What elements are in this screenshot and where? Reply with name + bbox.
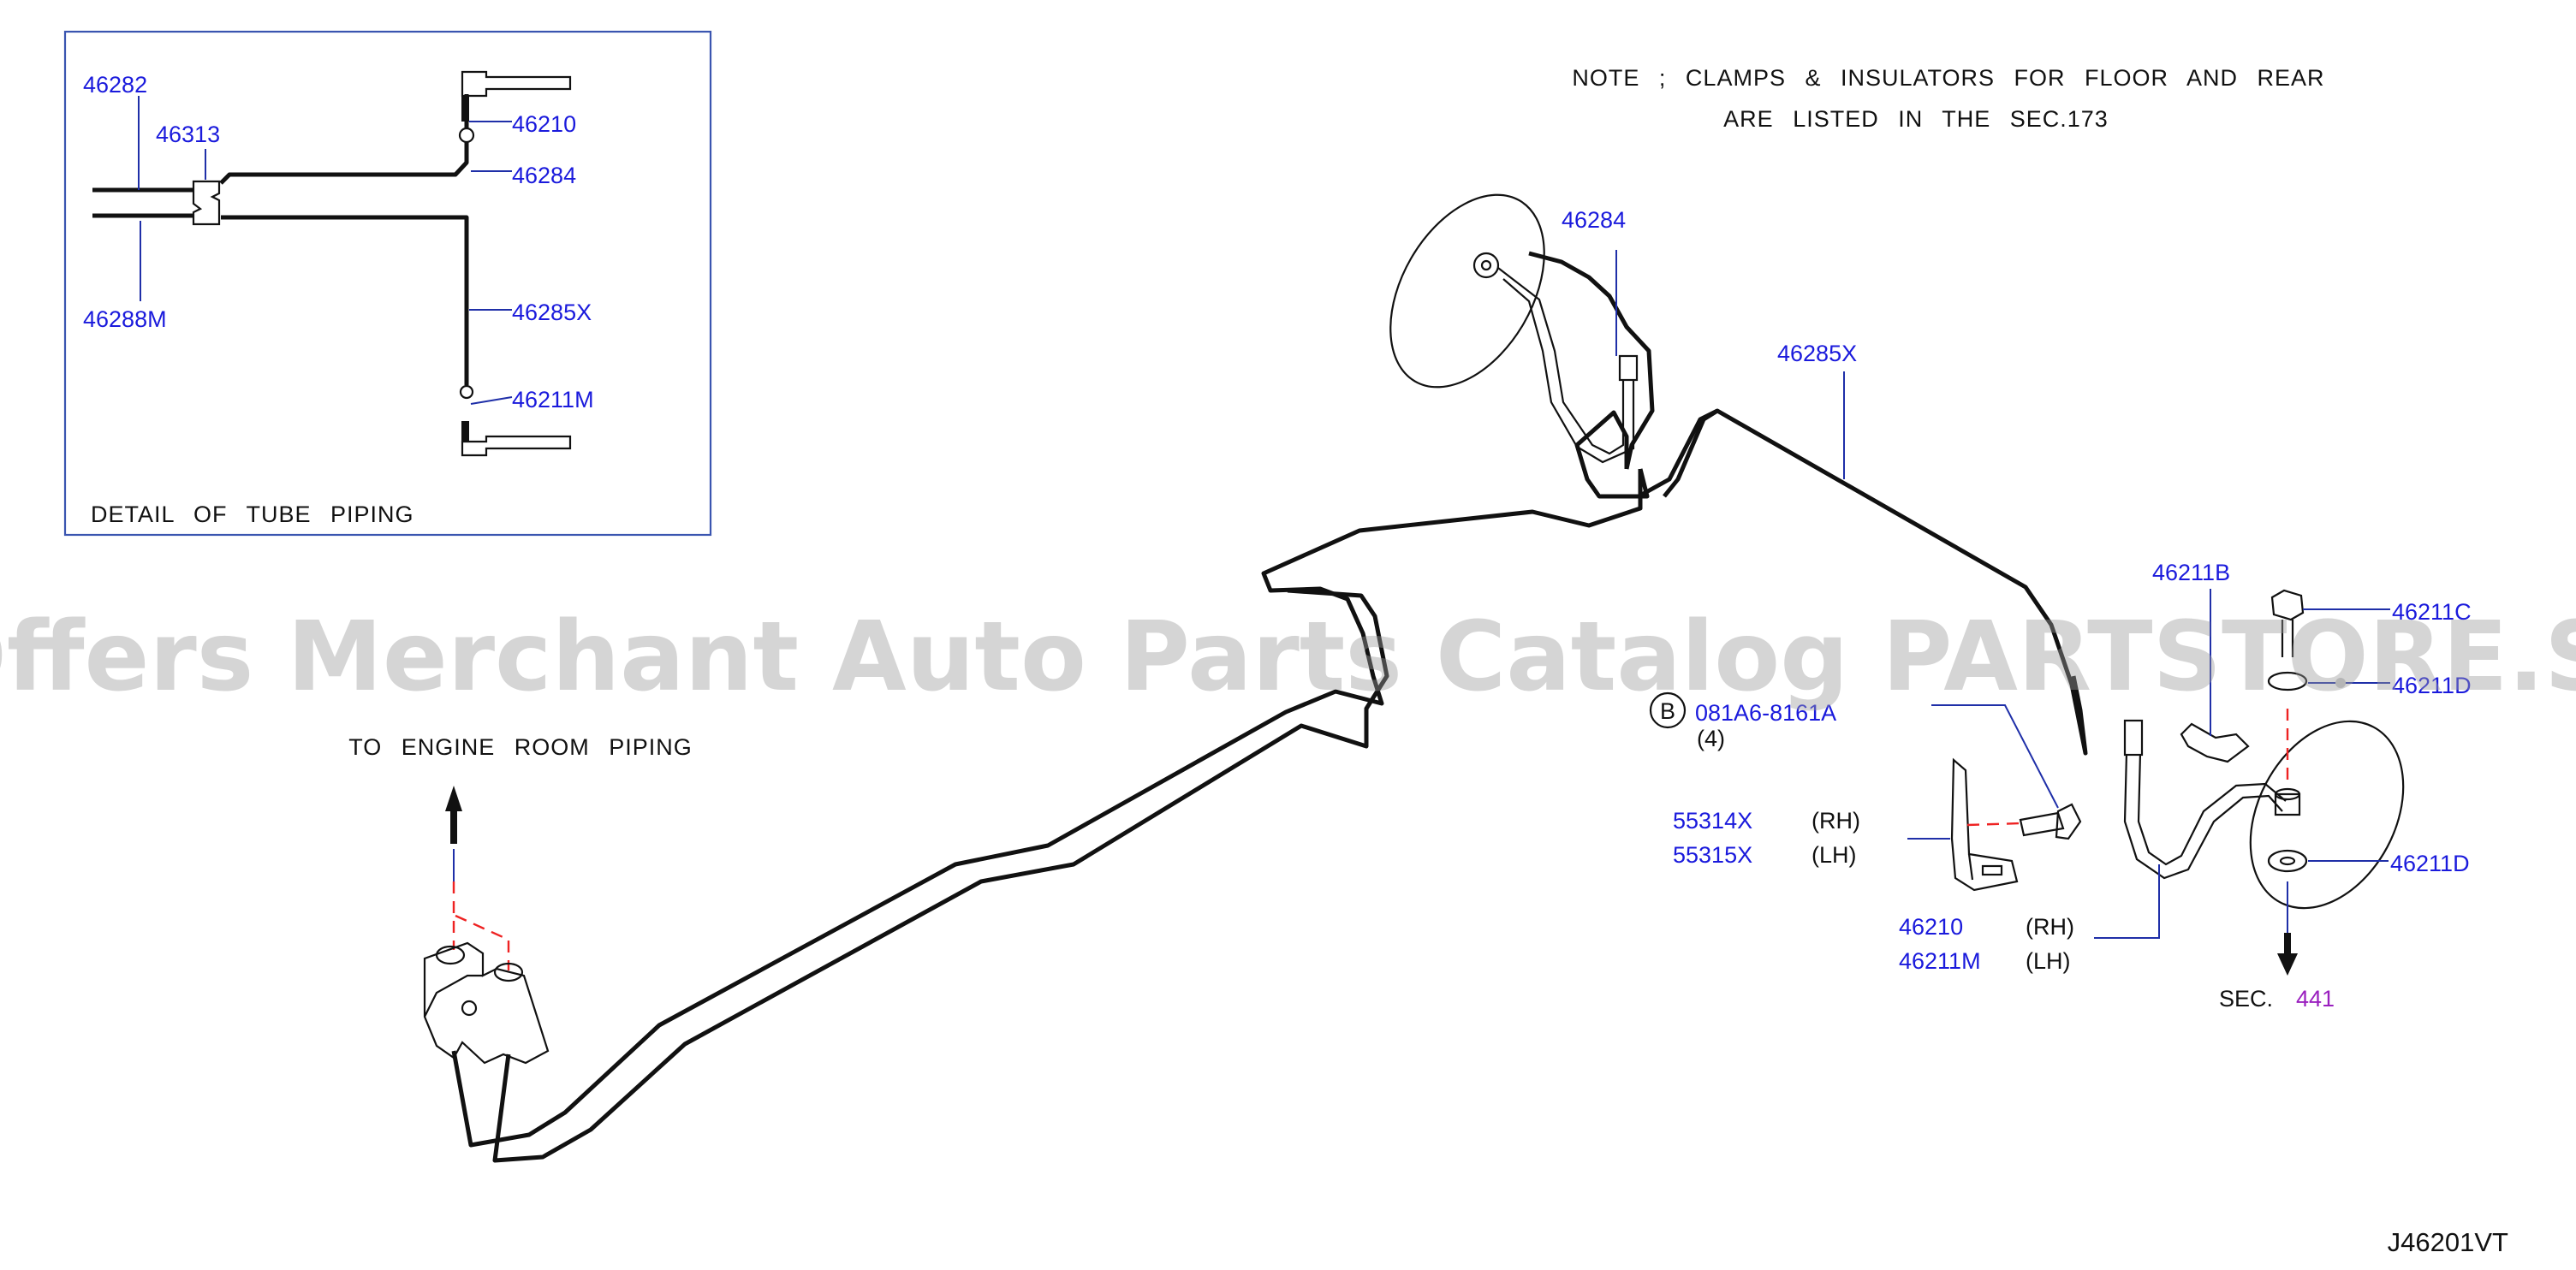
- note-line-1: NOTE ; CLAMPS & INSULATORS FOR FLOOR AND…: [1572, 65, 2324, 91]
- label-55314X-side: (RH): [1812, 808, 1860, 834]
- diagram-code: J46201VT: [2388, 1227, 2508, 1257]
- bolt-ref-circle-label: B: [1660, 698, 1675, 724]
- section-ref-prefix: SEC.: [2219, 986, 2273, 1012]
- label-46211B[interactable]: 46211B: [2152, 560, 2230, 585]
- detail-box-title: DETAIL OF TUBE PIPING: [91, 501, 414, 527]
- engine-room-note: TO ENGINE ROOM PIPING: [348, 734, 693, 760]
- label-46210-side: (RH): [2026, 914, 2074, 940]
- detail-label-46288M[interactable]: 46288M: [83, 306, 167, 332]
- detail-label-46313[interactable]: 46313: [156, 122, 220, 147]
- detail-label-46211M[interactable]: 46211M: [512, 387, 594, 412]
- bracket-assembly: B 081A6-8161A (4) 55314X (RH) 55315X (LH…: [1649, 691, 2082, 892]
- detail-label-46284[interactable]: 46284: [512, 163, 576, 188]
- label-bolt-081A6-8161A[interactable]: 081A6-8161A: [1695, 700, 1836, 726]
- label-bolt-qty: (4): [1697, 726, 1725, 751]
- watermark-text: Offers Merchant Auto Parts Catalog PARTS…: [0, 602, 2576, 713]
- label-55315X-side: (LH): [1812, 842, 1857, 868]
- label-55315X[interactable]: 55315X: [1673, 842, 1752, 868]
- label-46210[interactable]: 46210: [1899, 914, 1963, 940]
- engine-room-junction: TO ENGINE ROOM PIPING: [348, 734, 693, 1065]
- label-46211M-side: (LH): [2026, 948, 2071, 974]
- label-55314X[interactable]: 55314X: [1673, 808, 1752, 834]
- detail-label-46210[interactable]: 46210: [512, 111, 576, 137]
- detail-label-46282[interactable]: 46282: [83, 72, 147, 98]
- note-line-2: ARE LISTED IN THE SEC.173: [1723, 106, 2109, 132]
- detail-of-tube-piping-box: 46282 46313 46210 46284 46288M 46285X 46…: [63, 30, 712, 537]
- label-46211M[interactable]: 46211M: [1899, 948, 1981, 974]
- main-brake-tube: [451, 251, 2088, 1163]
- label-46211D-top[interactable]: 46211D: [2392, 673, 2472, 698]
- rear-hose-assembly: 46210 (RH) 46211M (LH) 46211B 46211C 462…: [1899, 560, 2472, 1012]
- detail-label-46285X[interactable]: 46285X: [512, 300, 592, 325]
- section-ref-441-link[interactable]: 441: [2296, 986, 2335, 1012]
- upper-hose-detail: 46284: [1389, 193, 1639, 464]
- label-46211D[interactable]: 46211D: [2390, 851, 2470, 876]
- label-46285X[interactable]: 46285X: [1777, 341, 1857, 366]
- label-46284[interactable]: 46284: [1562, 207, 1626, 233]
- label-46211C[interactable]: 46211C: [2392, 599, 2472, 625]
